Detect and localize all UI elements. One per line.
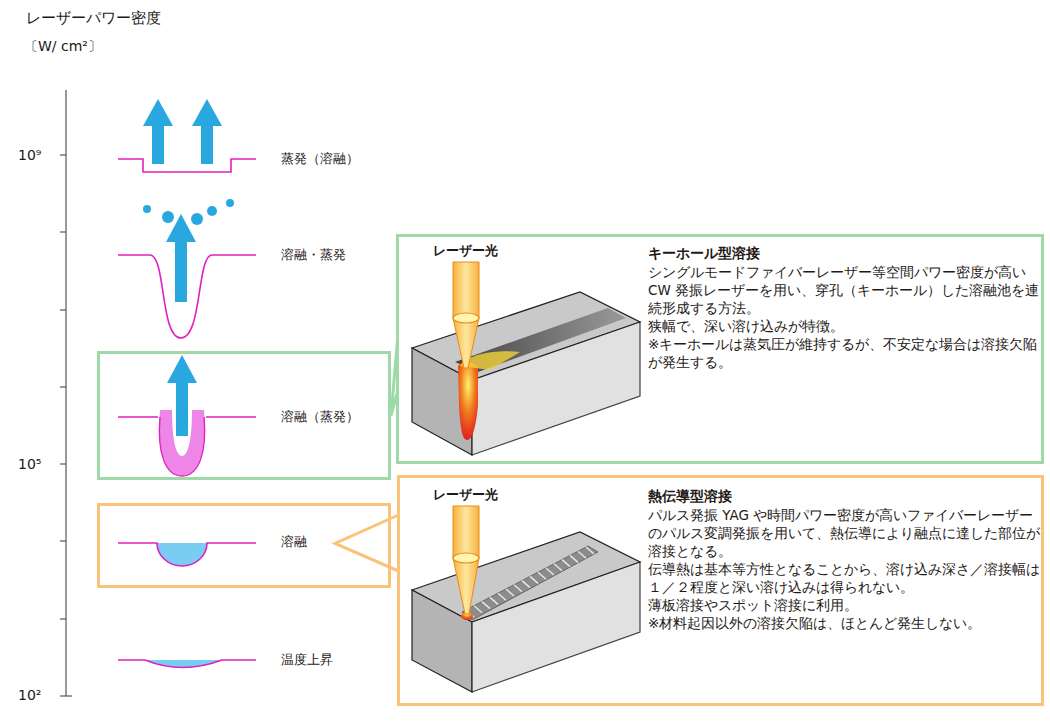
callout-heading: キーホール型溶接 [648, 244, 1040, 263]
bead-ripple [514, 585, 522, 592]
bead-ripple [522, 581, 530, 588]
axis-tick-label: 10² [18, 687, 41, 703]
level-label: 溶融（蒸発） [281, 409, 359, 425]
axis-tick-label: 10⁹ [18, 147, 41, 163]
bead-ripple [562, 560, 570, 567]
bead-ripple [578, 551, 586, 558]
level-highlight-box: 溶融 [97, 503, 391, 588]
keyhole-weld-illustration [412, 262, 640, 455]
bead-ripple [546, 568, 554, 575]
melt-pool-symbol [118, 543, 256, 566]
description-text: キーホール型溶接シングルモードファイバーレーザー等空間パワー密度が高い CW 発… [648, 244, 1040, 371]
bead-ripple [554, 564, 562, 571]
laser-label: レーザー光 [433, 243, 498, 259]
keyhole-symbol [118, 355, 256, 476]
bead-ripple [474, 606, 482, 613]
bead-ripple [482, 602, 490, 609]
callout-box: 熱伝導型溶接パルス発振 YAG や時間パワー密度が高いファイバーレーザーのパルス… [397, 475, 1044, 706]
diagram-title: レーザーパワー密度 [26, 9, 161, 28]
callout-body: 伝導熱は基本等方性となることから、溶け込み深さ／溶接幅は１／２程度と深い溶け込み… [648, 560, 1040, 596]
bead-ripple [538, 572, 546, 579]
axis-tick-label: 10⁵ [18, 456, 41, 472]
bead-ripple [490, 597, 498, 604]
callout-body: パルス発振 YAG や時間パワー密度が高いファイバーレーザーのパルス変調発振を用… [648, 506, 1040, 560]
bead-ripple [530, 576, 538, 583]
level-highlight-box: 溶融（蒸発） [97, 351, 391, 480]
callout-body: ※キーホールは蒸気圧が維持するが、不安定な場合は溶接欠陥が発生する。 [648, 335, 1040, 371]
callout-body: ※材料起因以外の溶接欠陥は、ほとんど発生しない。 [648, 614, 1040, 632]
bead-ripple [506, 589, 514, 596]
melt-evaporation-symbol [118, 199, 256, 338]
description-text: 熱伝導型溶接パルス発振 YAG や時間パワー密度が高いファイバーレーザーのパルス… [648, 487, 1040, 632]
level-label: 溶融 [281, 534, 307, 550]
heating-symbol [118, 660, 256, 668]
level-label: 温度上昇 [281, 652, 333, 668]
callout-body: 薄板溶接やスポット溶接に利用。 [648, 596, 1040, 614]
conduction-weld-illustration [412, 506, 640, 692]
callout-box: キーホール型溶接シングルモードファイバーレーザー等空間パワー密度が高い CW 発… [396, 234, 1044, 464]
bead-ripple [586, 547, 594, 554]
axis [60, 90, 72, 696]
level-label: 溶融・蒸発 [281, 247, 346, 263]
callout-body: シングルモードファイバーレーザー等空間パワー密度が高い CW 発振レーザーを用い… [648, 263, 1040, 317]
callout-heading: 熱伝導型溶接 [648, 487, 1040, 506]
callout-body: 狭幅で、深い溶け込みが特徴。 [648, 317, 1040, 335]
unit-label: 〔W/ cm²〕 [24, 38, 102, 54]
evaporation-symbol [118, 99, 256, 172]
laser-label: レーザー光 [433, 487, 498, 503]
level-label: 蒸発（溶融） [281, 151, 359, 167]
bead-ripple [498, 593, 506, 600]
bead-ripple [570, 555, 578, 562]
